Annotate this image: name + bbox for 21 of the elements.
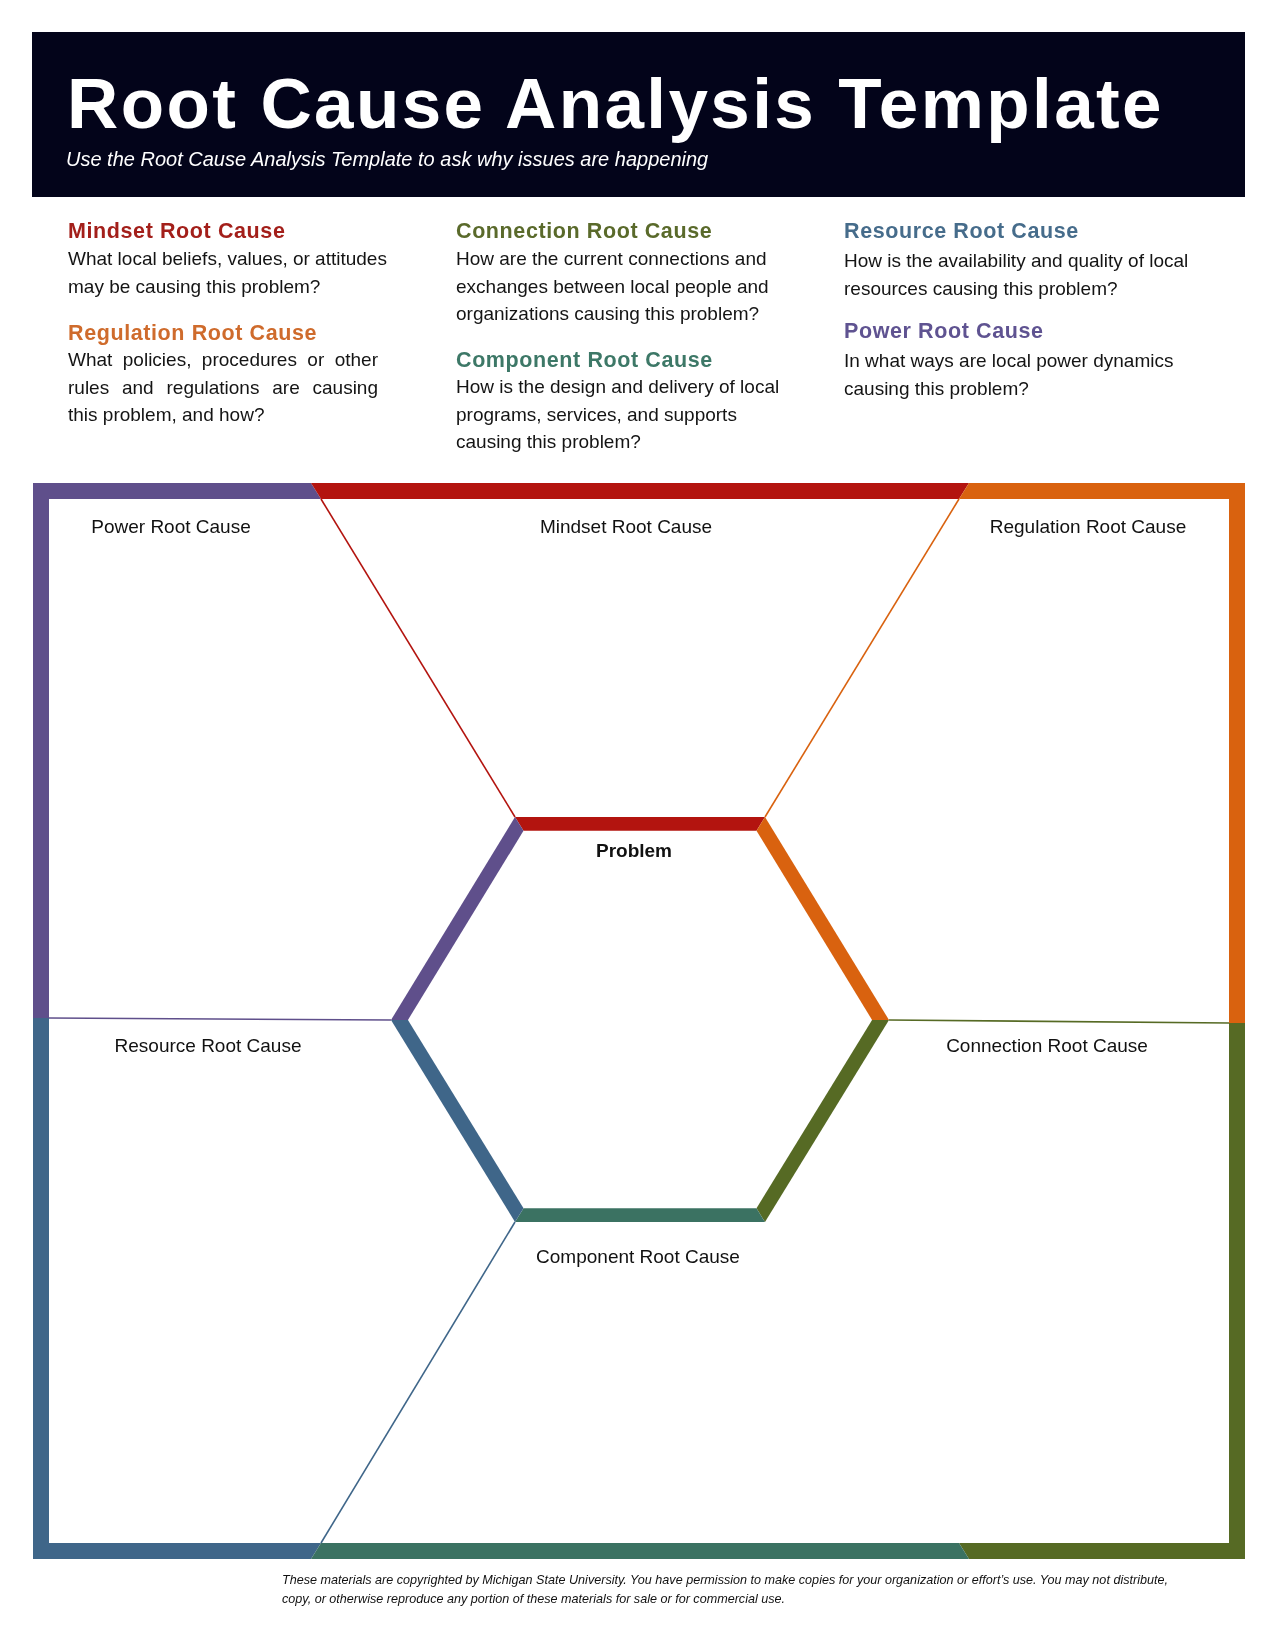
page-subtitle: Use the Root Cause Analysis Template to ask why issues are happening (66, 147, 709, 171)
section-heading: Resource Root Cause (844, 218, 1079, 245)
hexagon-label: Problem (596, 840, 672, 862)
region-label: Resource Root Cause (114, 1035, 302, 1057)
section-description: What policies, procedures or other rules and regulations are causing this problem, and how? (68, 348, 378, 427)
section-heading: Connection Root Cause (456, 218, 713, 245)
section-description: How is the design and delivery of local programs, services, and supports causing this problem? (456, 375, 781, 454)
section-heading: Power Root Cause (844, 318, 1044, 345)
section-description: What local beliefs, values, or attitudes may be causing this problem? (68, 247, 388, 299)
region-label: Power Root Cause (91, 516, 251, 538)
region-label: Component Root Cause (536, 1246, 740, 1268)
section-description: How are the current connections and exchanges between local people and organizations causing this problem? (456, 247, 770, 326)
section-heading: Mindset Root Cause (68, 218, 286, 245)
section-heading: Component Root Cause (456, 347, 713, 374)
region-label: Connection Root Cause (946, 1035, 1148, 1057)
region-label: Regulation Root Cause (989, 516, 1187, 538)
copyright-notice: These materials are copyrighted by Michigan State University. You have permission to make copies for your organization or effort’s use. You may not distribute, copy, or otherwise reproduce any portion of these materials for sale or for commercial use. (282, 1572, 1169, 1608)
section-description: In what ways are local power dynamics causing this problem? (844, 349, 1175, 401)
section-heading: Regulation Root Cause (68, 320, 318, 347)
section-description: How is the availability and quality of local resources causing this problem? (844, 249, 1190, 301)
region-label: Mindset Root Cause (539, 516, 713, 538)
